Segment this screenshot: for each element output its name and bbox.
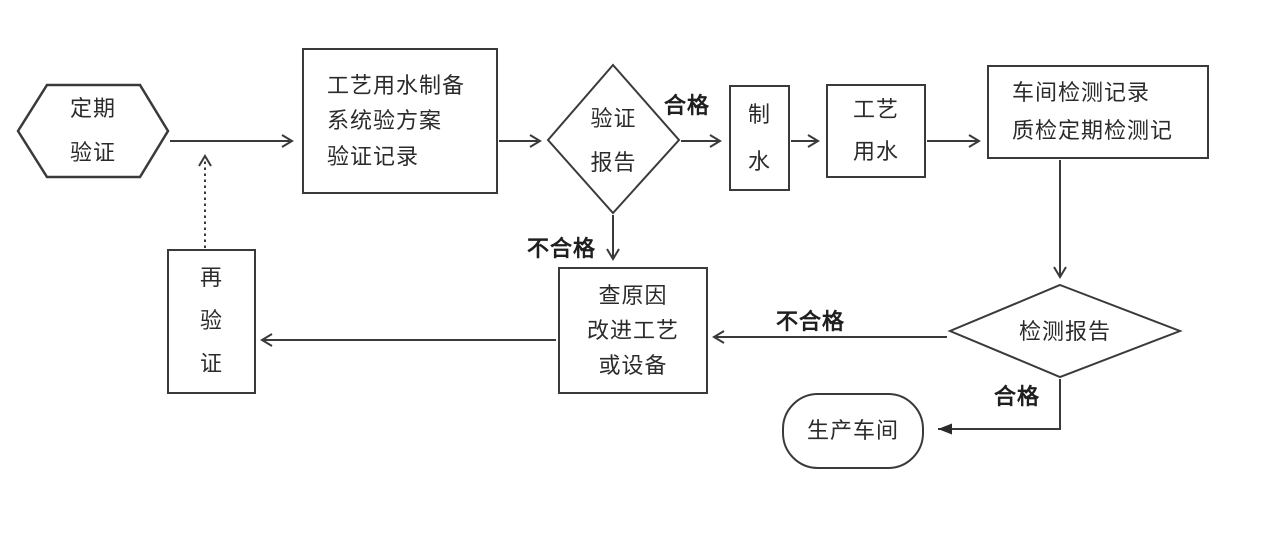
hexagon-periodic-validation [16,83,170,179]
edge-label-unqualified-right: 不合格 [776,309,846,334]
edge-label-unqualified-top: 不合格 [527,236,597,261]
node-make-water: 制 水 [729,85,790,191]
diamond-test-report [947,283,1183,379]
diamond-validation-report [546,63,681,215]
node-periodic-validation: 定期 验证 [69,96,116,165]
edge-label-qualified-top: 合格 [664,93,711,118]
node-revalidation: 再 验 证 [167,249,256,394]
node-validation-report: 验证 报告 [590,105,637,175]
node-validation-plan-record: 工艺用水制备 系统验方案 验证记录 [302,48,498,194]
node-production-workshop: 生产车间 [782,393,924,469]
node-process-water: 工艺 用水 [826,84,926,178]
node-test-records: 车间检测记录 质检定期检测记 [987,65,1209,159]
node-test-report: 检测报告 [1018,318,1111,344]
edge-test-report-to-production [938,379,1061,435]
node-find-cause-improve: 查原因 改进工艺 或设备 [558,267,708,394]
edge-label-qualified-bottom: 合格 [994,384,1041,409]
